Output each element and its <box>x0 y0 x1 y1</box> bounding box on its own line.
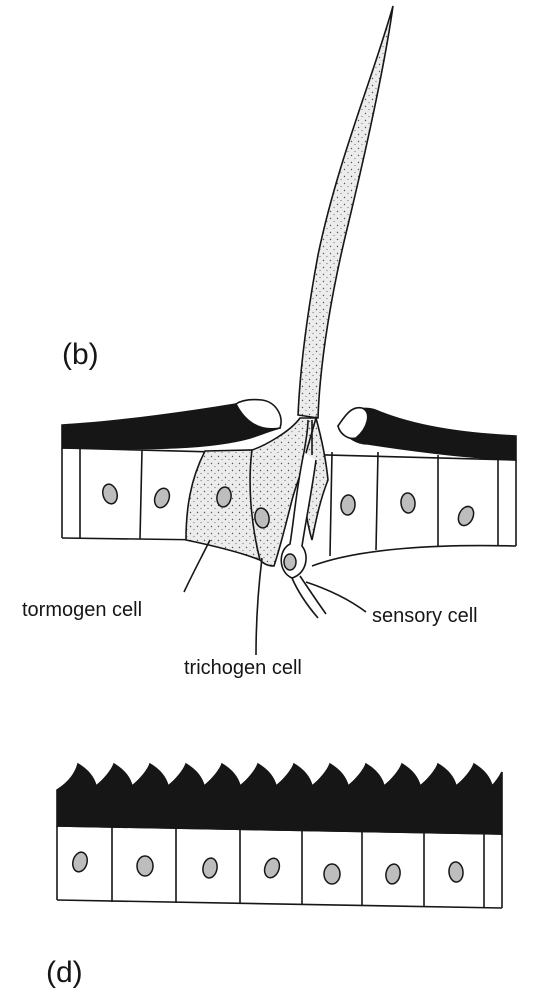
panel-d-diagram <box>57 764 502 908</box>
panel-d-label: (d) <box>46 958 83 988</box>
panel-b-diagram <box>62 6 516 655</box>
epidermal-nuclei-d <box>71 851 464 886</box>
trichogen-cell-label: trichogen cell <box>184 658 302 678</box>
tormogen-leader <box>184 540 210 592</box>
spiny-cuticle <box>57 764 502 834</box>
seta-bristle <box>298 6 393 418</box>
trichogen-leader <box>256 558 262 655</box>
panel-b-label: (b) <box>62 340 99 370</box>
tormogen-cell-label: tormogen cell <box>22 600 142 620</box>
sensory-cell-label: sensory cell <box>372 606 478 626</box>
